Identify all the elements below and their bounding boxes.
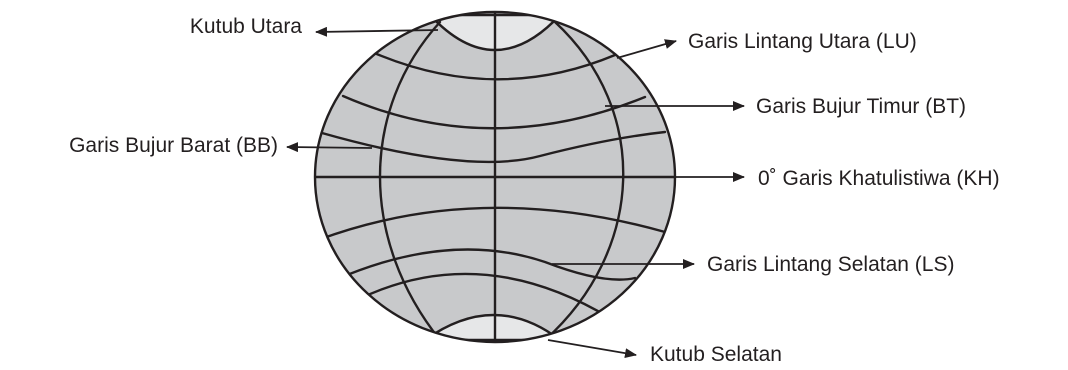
- label-east-longitude: Garis Bujur Timur (BT): [756, 95, 966, 118]
- label-west-longitude: Garis Bujur Barat (BB): [69, 134, 278, 157]
- label-south-latitude: Garis Lintang Selatan (LS): [707, 253, 954, 276]
- arrow-west-longitude: [287, 147, 372, 148]
- label-south-pole: Kutub Selatan: [650, 343, 782, 366]
- label-north-pole: Kutub Utara: [190, 15, 302, 38]
- arrow-south-pole: [548, 340, 636, 355]
- label-north-latitude: Garis Lintang Utara (LU): [688, 30, 917, 53]
- arrow-north-latitude: [617, 41, 676, 58]
- label-equator: 0˚ Garis Khatulistiwa (KH): [758, 167, 1000, 190]
